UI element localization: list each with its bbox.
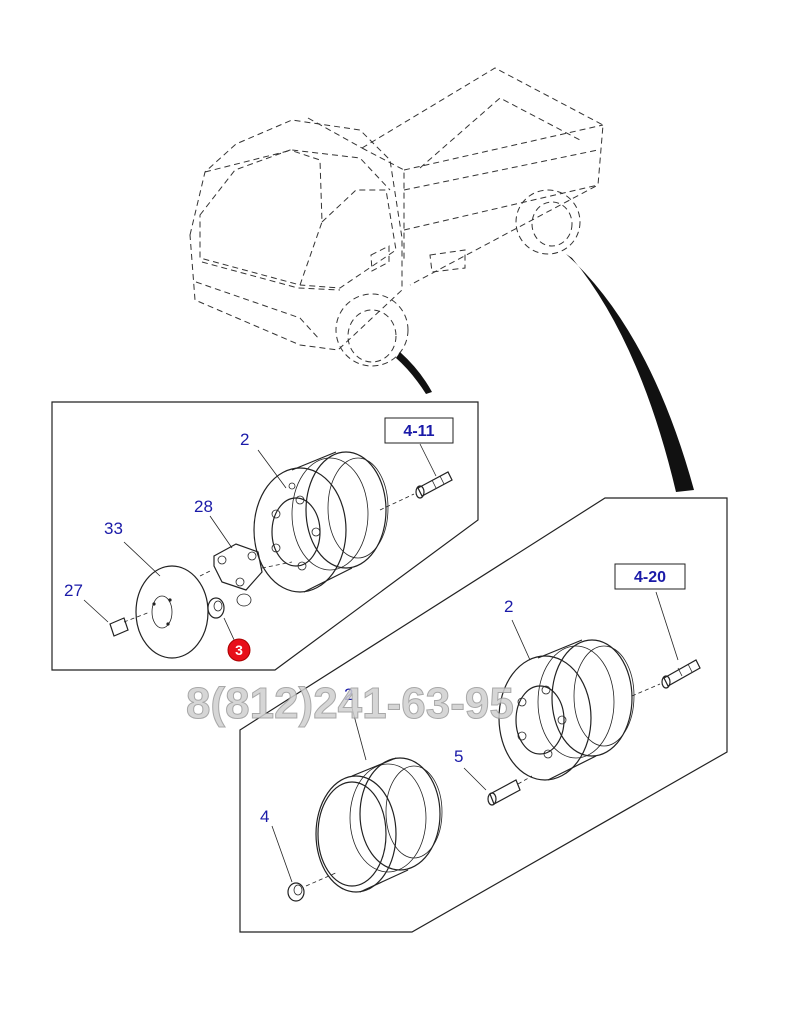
label-nut-highlighted[interactable]: 3 [235, 642, 243, 658]
label-bolt[interactable]: 27 [64, 581, 83, 600]
label-plate[interactable]: 28 [194, 497, 213, 516]
ref-box-bottom [614, 563, 686, 590]
leader-rear-wheel-outer [511, 619, 531, 661]
leader-plate [209, 515, 233, 549]
rear-wheel-rim-outer [498, 639, 635, 781]
rear-wheel-nut [287, 871, 339, 902]
ref-box-top [384, 417, 454, 444]
leader-drum [123, 541, 161, 577]
rear-wheel-pointer [566, 254, 694, 492]
truck-illustration [189, 67, 604, 367]
rear-wheel-stud [487, 775, 533, 806]
label-rear-wheel-inner[interactable]: 2 [344, 685, 353, 704]
label-front-wheel[interactable]: 2 [240, 430, 249, 449]
front-bolt [109, 611, 151, 637]
rear-wheel-frame [239, 497, 728, 933]
front-hub-plate [199, 543, 293, 607]
label-drum[interactable]: 33 [104, 519, 123, 538]
ref-link-4-20[interactable]: 4-20 [634, 569, 666, 586]
front-brake-disc [135, 565, 209, 659]
label-rear-wheel-outer[interactable]: 2 [504, 597, 513, 616]
leader-nut [271, 825, 293, 883]
front-wheel-pointer [396, 352, 432, 394]
label-stud[interactable]: 5 [454, 747, 463, 766]
rear-valve-stem [631, 659, 701, 697]
leader-rear-wheel-inner [351, 707, 367, 761]
leader-bolt [83, 599, 109, 623]
ref-link-4-11[interactable]: 4-11 [403, 423, 434, 440]
leader-stud [463, 767, 487, 791]
highlight-marker[interactable] [227, 638, 251, 662]
front-hub-nut [207, 597, 225, 619]
front-wheel-rim [253, 451, 389, 593]
leader-top-wheel [257, 449, 287, 489]
leader-top-ref [419, 443, 437, 477]
label-nut[interactable]: 4 [260, 807, 269, 826]
leader-bottom-ref [655, 591, 679, 661]
rear-wheel-rim-inner [315, 757, 443, 893]
front-wheel-frame [51, 401, 479, 671]
front-valve-stem [379, 471, 453, 511]
phone-watermark: 8(812)241-63-95 [186, 679, 514, 728]
